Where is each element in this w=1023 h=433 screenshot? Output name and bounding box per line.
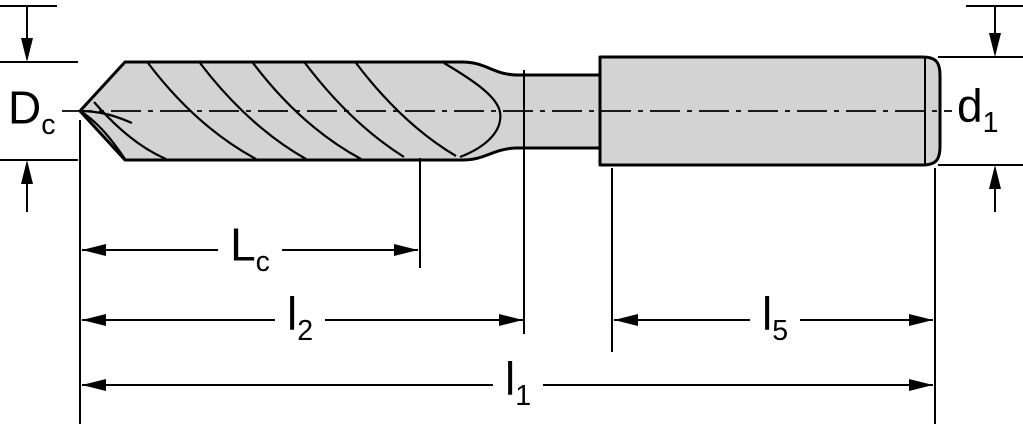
arrowheads bbox=[21, 33, 1001, 391]
label-shank-diameter-main: d bbox=[957, 79, 983, 132]
l2-arrow-left bbox=[82, 314, 106, 326]
label-length-l2-sub: 2 bbox=[297, 314, 314, 347]
label-length-l2: l2 bbox=[274, 287, 326, 347]
label-cutting-diameter-main: D bbox=[8, 81, 42, 134]
diagram-strokes bbox=[0, 5, 1023, 424]
l1-arrow-right bbox=[909, 379, 933, 391]
label-overall-length-main: l bbox=[504, 352, 516, 405]
d1-arrow-up bbox=[989, 165, 1001, 189]
label-shank-diameter-sub: 1 bbox=[982, 106, 999, 139]
label-cutting-diameter: Dc bbox=[8, 85, 56, 140]
label-flute-length-main: L bbox=[230, 218, 256, 271]
label-overall-length-sub: 1 bbox=[515, 379, 532, 412]
label-length-l2-main: l bbox=[286, 287, 298, 340]
tip-lip-curve bbox=[79, 110, 126, 160]
label-shank-length-sub: 5 bbox=[772, 314, 789, 347]
flute-runout-curve bbox=[443, 62, 502, 159]
label-flute-length-sub: c bbox=[255, 245, 270, 278]
d1-arrow-down bbox=[989, 33, 1001, 57]
label-overall-length: l1 bbox=[492, 352, 544, 412]
label-shank-length: l5 bbox=[749, 287, 801, 347]
l5-arrow-left bbox=[614, 314, 638, 326]
label-cutting-diameter-sub: c bbox=[41, 108, 56, 141]
lc-arrow-right bbox=[394, 244, 418, 256]
dc-arrow-down bbox=[21, 38, 33, 62]
lc-arrow-left bbox=[82, 244, 106, 256]
l1-arrow-left bbox=[82, 379, 106, 391]
flute-helix-line bbox=[199, 62, 307, 160]
label-flute-length: Lc bbox=[218, 218, 282, 278]
l2-arrow-right bbox=[499, 314, 523, 326]
dc-arrow-up bbox=[21, 160, 33, 184]
flute-helix-line bbox=[147, 62, 257, 160]
label-shank-length-main: l bbox=[761, 287, 773, 340]
flute-helix-line bbox=[93, 101, 167, 161]
label-shank-diameter: d1 bbox=[957, 83, 998, 138]
l5-arrow-right bbox=[909, 314, 933, 326]
